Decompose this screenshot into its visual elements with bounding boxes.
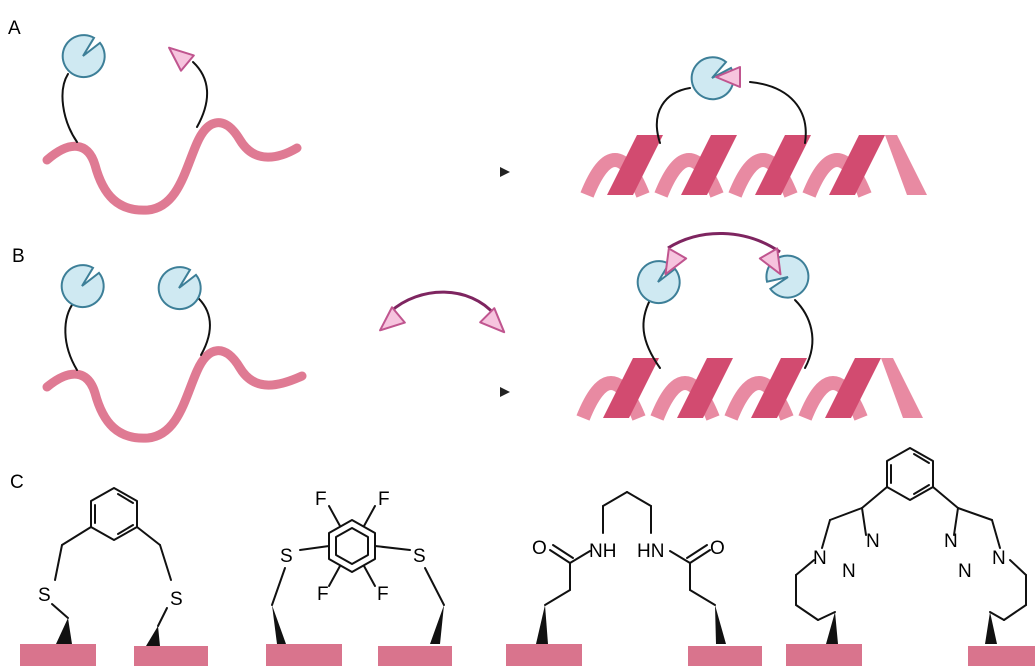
panel-b-helical-peptide — [583, 232, 923, 418]
panel-b-unfolded-peptide — [42, 260, 307, 443]
panel-c: C S S F F — [10, 447, 1035, 666]
receptor-pacman-icon — [57, 260, 109, 312]
structure-diamide-staple: NH HN O O — [506, 491, 762, 666]
linker-right — [195, 295, 211, 356]
interaction-arc — [667, 232, 781, 254]
helix-ribbon — [587, 135, 927, 195]
oxygen-atom: O — [710, 538, 725, 559]
wedge-bond — [56, 618, 72, 644]
panel-a-label: A — [8, 18, 21, 39]
nitrogen-atom: N — [813, 548, 827, 569]
panel-a-unfolded-peptide — [42, 30, 302, 215]
panel-b-label: B — [12, 246, 25, 267]
double-headed-arc-icon — [372, 290, 513, 341]
wedge-bond — [272, 605, 286, 644]
panel-b: B — [12, 232, 923, 443]
ligand-triangle-icon — [161, 38, 195, 72]
fluorine-atom: F — [317, 584, 329, 605]
anchor-residue-block — [506, 644, 582, 666]
anchor-residue-block — [134, 646, 208, 666]
linker-right — [794, 299, 814, 369]
nitrogen-atom: N — [958, 561, 972, 582]
nitrogen-atom: N — [992, 548, 1006, 569]
fluorine-atom: F — [315, 489, 327, 510]
amide-nh-atom: NH — [589, 541, 616, 562]
receptor-pacman-icon — [154, 262, 206, 314]
anchor-residue-block — [688, 646, 762, 666]
linker-right — [749, 81, 807, 144]
anchor-residue-block — [266, 644, 342, 666]
structure-bistriazole-staple: N N N N N N — [786, 447, 1035, 666]
wedge-bond — [146, 626, 160, 646]
sulfur-atom: S — [280, 546, 293, 567]
nitrogen-atom: N — [944, 531, 958, 552]
fluorine-atom: F — [377, 584, 389, 605]
wedge-bond — [536, 605, 548, 644]
anchor-residue-block — [378, 646, 452, 666]
panel-c-label: C — [10, 472, 24, 493]
linker-left — [642, 299, 661, 369]
wedge-bond — [826, 612, 838, 644]
helix-ribbon — [583, 358, 923, 418]
amide-hn-atom: HN — [637, 541, 664, 562]
sulfur-atom: S — [170, 589, 183, 610]
sulfur-atom: S — [38, 585, 51, 606]
wedge-bond — [430, 605, 444, 644]
peptide-strand — [42, 346, 307, 443]
wedge-bond — [985, 612, 997, 644]
structure-perfluoroaryl-staple: F F F F S S — [266, 489, 452, 666]
wedge-bond — [715, 605, 726, 644]
linker-left — [61, 73, 78, 143]
linker-right — [192, 61, 209, 128]
sulfur-atom: S — [413, 546, 426, 567]
fluorine-atom: F — [378, 489, 390, 510]
peptide-strand — [42, 118, 302, 215]
anchor-residue-block — [20, 644, 96, 666]
structure-xylene-staple: S S — [20, 487, 208, 666]
anchor-residue-block — [968, 646, 1035, 666]
oxygen-atom: O — [532, 538, 547, 559]
nitrogen-atom: N — [866, 531, 880, 552]
panel-a: A — [8, 18, 927, 215]
linker-left — [64, 301, 78, 371]
receptor-pacman-icon — [58, 30, 110, 82]
nitrogen-atom: N — [842, 561, 856, 582]
linker-left — [655, 87, 691, 144]
panel-a-helical-peptide — [587, 56, 927, 195]
anchor-residue-block — [786, 644, 862, 666]
